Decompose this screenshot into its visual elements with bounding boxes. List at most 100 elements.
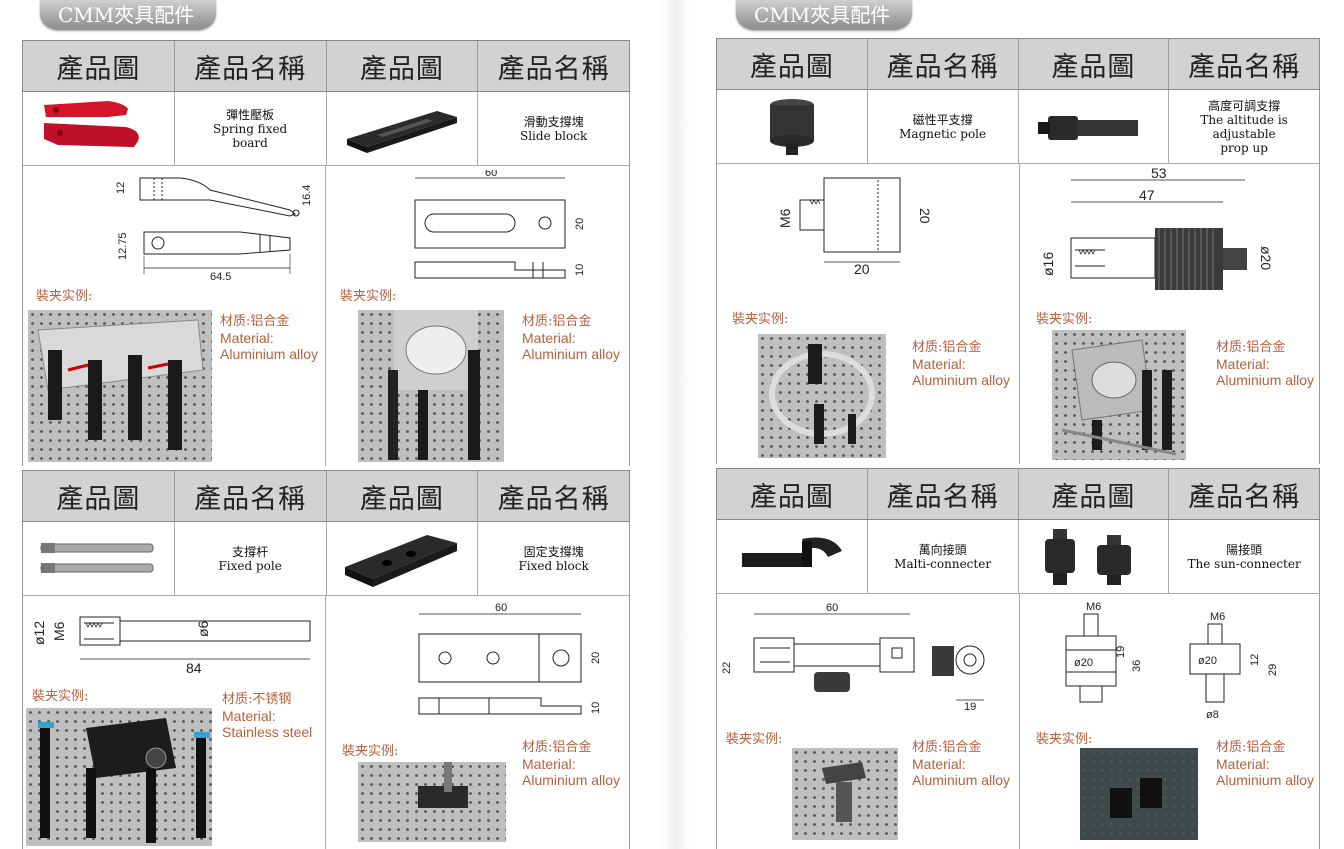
dim-label: 20 bbox=[574, 218, 586, 230]
page-gutter bbox=[660, 0, 690, 849]
header-name: 產品名稱 bbox=[868, 39, 1019, 89]
dim-label: ø8 bbox=[1206, 709, 1219, 721]
dim-label: 22 bbox=[721, 662, 733, 674]
header-image: 產品圖 bbox=[327, 41, 479, 91]
material-en: Material: bbox=[912, 756, 966, 772]
dim-label: 29 bbox=[1267, 664, 1279, 676]
table-header-top-right: 產品圖 產品名稱 產品圖 產品名稱 bbox=[716, 38, 1320, 90]
material-en: Aluminium alloy bbox=[1216, 772, 1315, 788]
header-image: 產品圖 bbox=[1019, 39, 1170, 89]
dim-label: 12.75 bbox=[117, 232, 129, 260]
example-label: 裝夹实例: bbox=[1036, 732, 1093, 747]
product-image-fixed-block bbox=[327, 522, 479, 595]
material-info: 材质:铝合金 Material: Aluminium alloy bbox=[912, 740, 1010, 788]
material-en: Material: bbox=[222, 708, 276, 724]
product-image-adjustable-prop bbox=[1019, 90, 1170, 163]
table-header-top-left: 產品圖 產品名稱 產品圖 產品名稱 bbox=[22, 40, 630, 92]
product-name-en: Fixed block bbox=[518, 558, 589, 573]
dim-label: 60 bbox=[826, 602, 838, 614]
product-image-magnetic-pole bbox=[717, 90, 868, 163]
dim-label: 20 bbox=[854, 261, 870, 277]
drawing-slide-block: 60 20 10 bbox=[414, 170, 586, 279]
drawing-multi-connecter: 60 22 19 bbox=[721, 602, 985, 713]
table-header-bottom-right: 產品圖 產品名稱 產品圖 產品名稱 bbox=[716, 468, 1320, 520]
product-image-fixed-pole bbox=[23, 522, 175, 595]
product-name-cn: 陽接頭 bbox=[1226, 542, 1263, 557]
dim-label: ø6 bbox=[195, 620, 211, 637]
material-en: Material: bbox=[1216, 756, 1270, 772]
dim-label: 12 bbox=[1249, 654, 1261, 666]
product-name-en: Slide block bbox=[520, 128, 588, 143]
material-info: 材质:铝合金 Material: Aluminium alloy bbox=[1216, 340, 1314, 388]
material-cn: 材质:铝合金 bbox=[522, 740, 592, 755]
dim-label: 20 bbox=[917, 208, 933, 224]
header-name: 產品名稱 bbox=[1188, 481, 1301, 513]
product-name-cn: 支撐杆 bbox=[232, 544, 269, 559]
header-name: 產品名稱 bbox=[175, 41, 327, 91]
material-cn: 材质:铝合金 bbox=[1216, 340, 1286, 355]
dim-label: M6 bbox=[777, 208, 793, 228]
dim-label: 84 bbox=[186, 660, 202, 676]
example-label: 裝夹实例: bbox=[340, 289, 397, 304]
material-info: 材质:铝合金 Material: Aluminium alloy bbox=[912, 340, 1010, 388]
drawing-sun-connecter: M6 ø20 19 36 M6 ø20 12 29 ø8 bbox=[1065, 601, 1279, 721]
material-info: 材质:不锈钢 Material: Stainless steel bbox=[222, 692, 312, 740]
header-image: 產品圖 bbox=[327, 471, 479, 521]
example-photo bbox=[1052, 330, 1186, 460]
dim-label: 47 bbox=[1139, 187, 1155, 203]
header-name: 產品名稱 bbox=[868, 469, 1019, 519]
material-en: Aluminium alloy bbox=[522, 346, 621, 362]
material-cn: 材质:铝合金 bbox=[220, 314, 290, 329]
dim-label: ø12 bbox=[31, 621, 47, 645]
dim-label: 53 bbox=[1151, 166, 1167, 181]
dim-label: 36 bbox=[1131, 660, 1143, 672]
header-name: 產品名稱 bbox=[497, 483, 610, 515]
dim-label: 60 bbox=[495, 602, 507, 614]
product-image-slide-block bbox=[327, 92, 479, 165]
material-en: Aluminium alloy bbox=[912, 372, 1011, 388]
material-en: Aluminium alloy bbox=[912, 772, 1011, 788]
detail-section bbox=[716, 594, 1320, 849]
material-en: Material: bbox=[220, 330, 274, 346]
dim-label: ø20 bbox=[1198, 655, 1217, 667]
product-name-en: The sun-connecter bbox=[1187, 556, 1301, 571]
example-photo bbox=[26, 708, 212, 846]
example-label: 裝夹实例: bbox=[726, 732, 783, 747]
dim-label: 19 bbox=[1115, 646, 1127, 658]
header-image: 產品圖 bbox=[23, 41, 175, 91]
material-en: Material: bbox=[1216, 356, 1270, 372]
drawing-magnetic-pole: M6 20 20 bbox=[777, 177, 933, 277]
dim-label: 19 bbox=[964, 701, 976, 713]
dim-label: 60 bbox=[485, 170, 497, 179]
product-name-cn: 萬向接頭 bbox=[918, 542, 967, 557]
detail-section bbox=[22, 166, 630, 466]
material-en: Aluminium alloy bbox=[1216, 372, 1315, 388]
product-name-en: Fixed pole bbox=[218, 558, 282, 573]
dim-label: M6 bbox=[51, 621, 67, 641]
material-en: Material: bbox=[912, 356, 966, 372]
dim-label: M6 bbox=[1086, 601, 1101, 613]
material-cn: 材质:铝合金 bbox=[1216, 740, 1286, 755]
example-label: 裝夹实例: bbox=[36, 289, 93, 304]
header-image: 產品圖 bbox=[717, 39, 868, 89]
material-en: Material: bbox=[522, 330, 576, 346]
dim-label: 64.5 bbox=[210, 271, 231, 283]
drawing-spring-board: 12 16.4 12.75 64.5 bbox=[115, 177, 313, 283]
material-cn: 材质:铝合金 bbox=[912, 340, 982, 355]
header-name: 產品名稱 bbox=[497, 53, 610, 85]
dim-label: 20 bbox=[590, 652, 602, 664]
example-photo bbox=[1080, 748, 1198, 840]
material-cn: 材质:铝合金 bbox=[522, 314, 592, 329]
example-label: 裝夹实例: bbox=[342, 744, 399, 759]
